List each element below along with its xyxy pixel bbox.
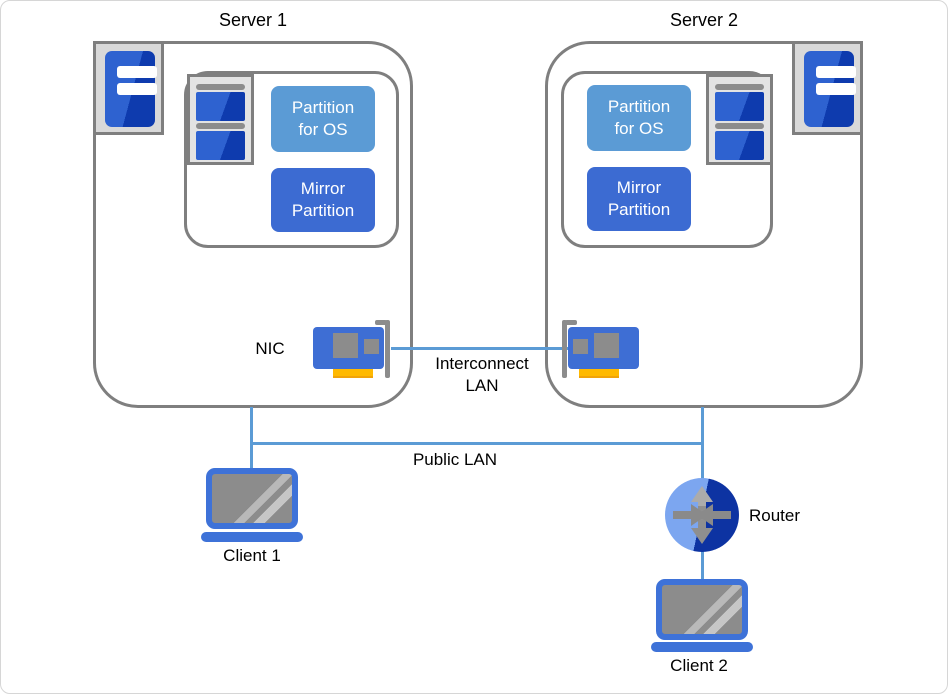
public-lan-line [250,442,704,445]
tower-slot [816,66,856,78]
laptop-icon [656,579,748,640]
nic-chip [333,333,358,358]
disk-icon [706,74,773,165]
server2-mirror-partition: Mirror Partition [587,167,691,231]
interconnect-lan-label: Interconnect LAN [435,354,529,395]
server2-title: Server 2 [669,10,739,30]
tower-slot [816,83,856,95]
server1-title: Server 1 [218,10,288,30]
nic-bracket [385,320,390,378]
router-icon [665,478,739,552]
server-tower-body [804,51,856,127]
laptop-icon [206,468,298,529]
nic-icon [559,319,641,381]
server-tower-icon [792,41,863,135]
disk-platter [715,92,764,121]
nic-chip [573,339,588,354]
nic-bracket [562,320,567,378]
server-tower-icon [93,41,164,135]
disk-icon [187,74,254,165]
client1-label: Client 1 [223,546,281,565]
router-label: Router [749,506,801,525]
router-client2-line [701,549,704,580]
disk-bar [715,123,764,129]
server1-public-lan-drop-line [250,407,253,469]
server1-mirror-partition: Mirror Partition [271,168,375,232]
server-tower-body [105,51,157,127]
tower-slot [117,83,157,95]
disk-platter [196,92,245,121]
server1-partition-for-os: Partition for OS [271,86,375,152]
nic-connector [333,369,373,378]
public-lan-label: Public LAN [412,450,498,469]
disk-bar [715,84,764,90]
nic-chip [594,333,619,358]
nic-bracket [565,320,577,325]
laptop-base [651,642,753,652]
server2-partition-for-os: Partition for OS [587,85,691,151]
nic-icon [311,319,393,381]
nic-label: NIC [255,339,285,358]
disk-bar [196,123,245,129]
disk-platter [196,131,245,160]
laptop-base [201,532,303,542]
nic-connector [579,369,619,378]
tower-slot [117,66,157,78]
disk-platter [715,131,764,160]
nic-chip [364,339,379,354]
router-arrows [673,486,731,544]
disk-bar [196,84,245,90]
client2-label: Client 2 [670,656,728,675]
interconnect-lan-line [391,347,569,350]
nic-bracket [375,320,387,325]
